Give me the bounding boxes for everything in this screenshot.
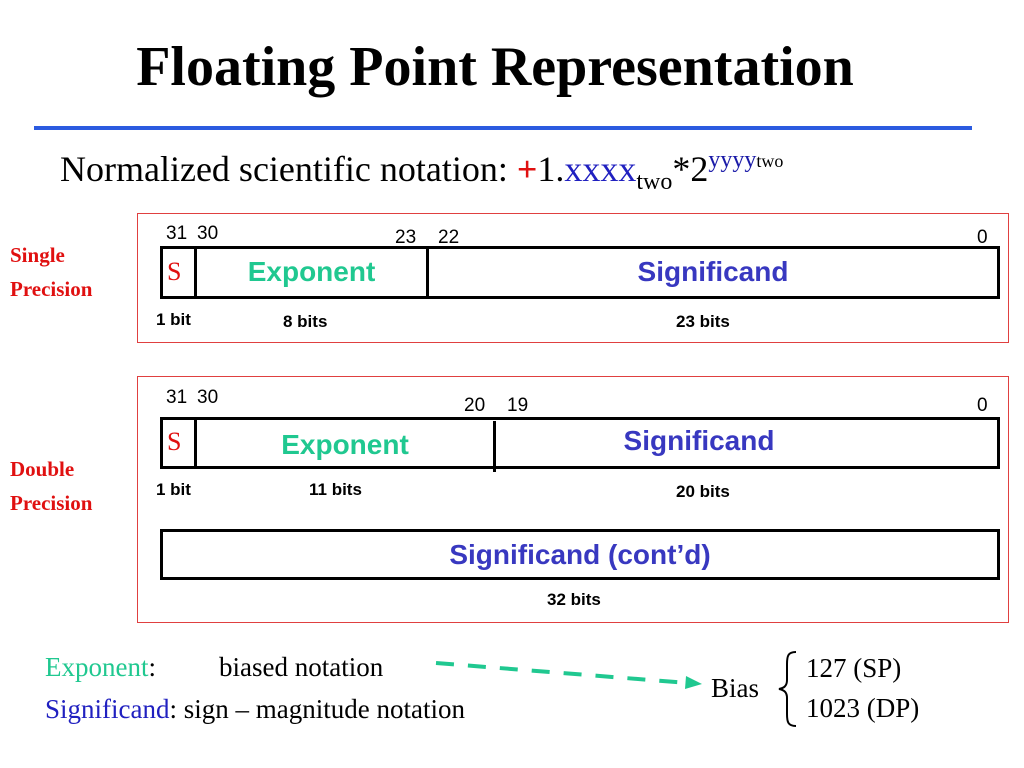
dp-exponent-divider <box>493 421 496 472</box>
dp-bit-31: 31 <box>166 387 188 408</box>
notation-mantissa-sub: two <box>636 169 673 195</box>
single-precision-panel <box>137 213 1009 343</box>
exponent-note-term: Exponent <box>45 652 149 682</box>
dp-significand-field: Significand <box>623 425 775 456</box>
sp-exponent-divider <box>426 246 429 299</box>
sp-sign-field: S <box>167 257 182 286</box>
notation-times: *2 <box>672 149 709 189</box>
dp-word2-box <box>160 529 1000 580</box>
double-label-line2: Precision <box>10 491 93 515</box>
sp-bit-23: 23 <box>395 227 417 248</box>
dp-sign-divider <box>194 417 197 469</box>
notation-exp: yyyy <box>708 147 757 173</box>
page-title: Floating Point Representation <box>136 36 854 98</box>
sp-bit-22: 22 <box>438 227 460 248</box>
dp-bit-30: 30 <box>197 387 219 408</box>
sp-sign-size: 1 bit <box>156 310 191 329</box>
bias-sp: 127 (SP) <box>806 653 902 683</box>
sp-bit-30: 30 <box>197 223 219 244</box>
bias-dp: 1023 (DP) <box>806 693 920 723</box>
bias-label: Bias <box>711 673 760 703</box>
dp-exponent-size: 11 bits <box>309 480 362 499</box>
notation-sign: + <box>516 149 538 189</box>
title-underline <box>34 126 972 130</box>
single-label-line1: Single <box>10 243 65 267</box>
double-label-line1: Double <box>10 457 75 481</box>
single-precision-label: Single Precision <box>10 238 92 306</box>
sp-sign-divider <box>194 246 197 299</box>
exponent-note-desc: biased notation <box>219 652 384 682</box>
sp-significand-field: Significand <box>637 256 789 287</box>
sp-exponent-size: 8 bits <box>283 312 328 331</box>
exponent-note-colon: : <box>148 652 156 682</box>
bias-brace <box>778 651 797 727</box>
sp-bit-0: 0 <box>977 227 988 248</box>
dp-word1-box <box>160 417 1000 469</box>
sp-exponent-field: Exponent <box>247 256 376 287</box>
notation-mantissa: xxxx <box>564 149 637 189</box>
exponent-note: Exponent: <box>45 650 156 684</box>
notation-prefix: Normalized scientific notation: <box>60 149 517 189</box>
normalized-notation: Normalized scientific notation: +1.xxxxt… <box>60 138 783 204</box>
notation-exponent: yyyytwo <box>708 147 783 173</box>
double-precision-panel <box>137 376 1009 623</box>
sp-word-box <box>160 246 1000 299</box>
dp-significand-cont-field: Significand (cont’d) <box>449 539 711 570</box>
single-label-line2: Precision <box>10 277 93 301</box>
dp-sign-size: 1 bit <box>156 480 191 499</box>
notation-one: 1. <box>537 149 565 189</box>
significand-note: Significand: sign – magnitude notation <box>45 692 465 726</box>
dp-sign-field: S <box>167 427 182 456</box>
sp-bit-31: 31 <box>166 223 188 244</box>
dp-significand-cont-size: 32 bits <box>547 590 601 609</box>
significand-note-rest: : sign – magnitude notation <box>169 694 465 724</box>
bias-arrow <box>435 661 702 689</box>
dp-bit-20: 20 <box>464 395 486 416</box>
dp-exponent-field: Exponent <box>281 429 409 460</box>
double-precision-label: Double Precision <box>10 452 92 520</box>
dp-significand-size: 20 bits <box>676 482 730 501</box>
notation-exp-sub: two <box>756 151 784 171</box>
dp-bit-0: 0 <box>977 395 988 416</box>
sp-significand-size: 23 bits <box>676 312 730 331</box>
dp-bit-19: 19 <box>507 395 529 416</box>
significand-note-term: Significand <box>45 694 170 724</box>
